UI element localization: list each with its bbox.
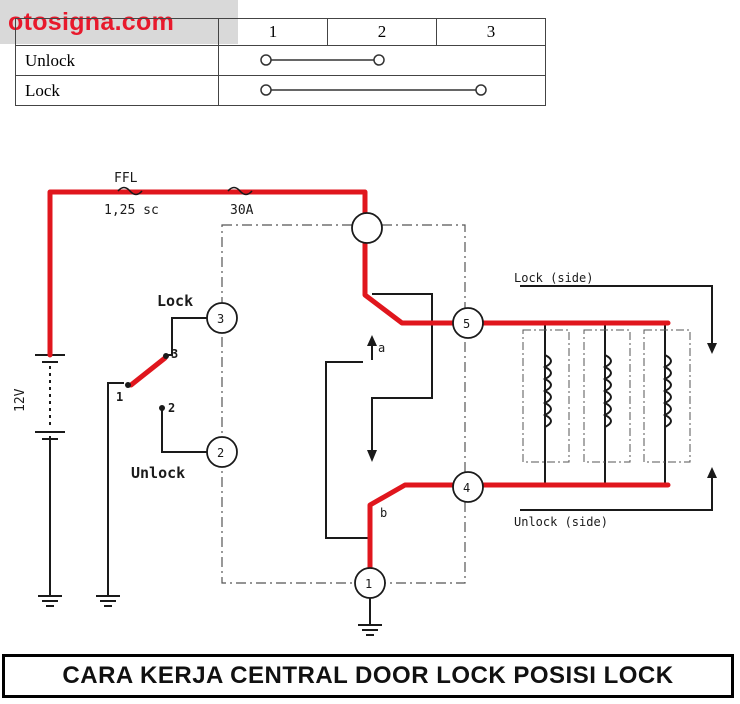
coil-1 bbox=[542, 354, 552, 428]
fuse-1-label: FFL bbox=[114, 171, 138, 186]
terminal-4-label: 4 bbox=[463, 481, 470, 495]
battery-icon bbox=[35, 354, 65, 440]
caption-box: CARA KERJA CENTRAL DOOR LOCK POSISI LOCK bbox=[2, 654, 734, 698]
ground-icons bbox=[38, 595, 382, 636]
table-header-cell: 1 bbox=[218, 18, 328, 46]
table-header-cell: 2 bbox=[327, 18, 437, 46]
terminal-5 bbox=[452, 307, 484, 339]
row-label-unlock: Unlock bbox=[15, 45, 219, 76]
switch-unlock-label: Unlock bbox=[131, 464, 185, 482]
unlock-connection-cell bbox=[218, 45, 546, 76]
fuse-2-rating: 30A bbox=[230, 203, 254, 218]
relay-box bbox=[221, 224, 466, 584]
unlock-side-label: Unlock (side) bbox=[514, 515, 608, 529]
terminal-5-label: 5 bbox=[463, 317, 470, 331]
switch-pin-1: 1 bbox=[116, 390, 123, 404]
table-row: Lock bbox=[15, 75, 546, 106]
terminal-2 bbox=[206, 436, 238, 468]
lock-side-label: Lock (side) bbox=[514, 271, 593, 285]
terminal-3 bbox=[206, 302, 238, 334]
table-header-cell: 3 bbox=[436, 18, 546, 46]
diagram-labels: FFL 1,25 sc 30A 12V Lock Unlock 1 2 3 3 … bbox=[13, 171, 608, 591]
switch-position-table: 1 2 3 Unlock Lock bbox=[15, 18, 546, 106]
coil-3 bbox=[662, 354, 672, 428]
fuse-icons bbox=[117, 186, 253, 196]
caption-text: CARA KERJA CENTRAL DOOR LOCK POSISI LOCK bbox=[62, 662, 674, 689]
row-label-lock: Lock bbox=[15, 75, 219, 106]
battery-label: 12V bbox=[13, 388, 28, 412]
terminal-1-label: 1 bbox=[365, 577, 372, 591]
relay-a-label: a bbox=[378, 341, 385, 355]
lock-connection-cell bbox=[218, 75, 546, 106]
switch-pin-3: 3 bbox=[171, 347, 178, 361]
terminal-top bbox=[351, 212, 383, 244]
relay-b-label: b bbox=[380, 506, 387, 520]
terminals bbox=[206, 212, 484, 599]
switch-lock-label: Lock bbox=[157, 292, 193, 310]
switch-contacts bbox=[125, 353, 169, 411]
table-row: Unlock bbox=[15, 45, 546, 76]
motor-coils bbox=[542, 354, 672, 428]
switch-pin-2: 2 bbox=[168, 401, 175, 415]
terminal-2-label: 2 bbox=[217, 446, 224, 460]
terminal-4 bbox=[452, 471, 484, 503]
terminal-3-label: 3 bbox=[217, 312, 224, 326]
lock-connection-line bbox=[260, 84, 487, 96]
terminal-1 bbox=[354, 567, 386, 599]
table-header-cell bbox=[15, 18, 219, 46]
unlock-connection-line bbox=[260, 54, 385, 66]
motor-housings bbox=[522, 329, 691, 463]
circuit-diagram: FFL 1,25 sc 30A 12V Lock Unlock 1 2 3 3 … bbox=[13, 171, 717, 636]
fuse-1-rating: 1,25 sc bbox=[104, 203, 159, 218]
table-header-row: 1 2 3 bbox=[15, 18, 546, 46]
arrow-heads bbox=[367, 335, 717, 478]
coil-2 bbox=[602, 354, 612, 428]
